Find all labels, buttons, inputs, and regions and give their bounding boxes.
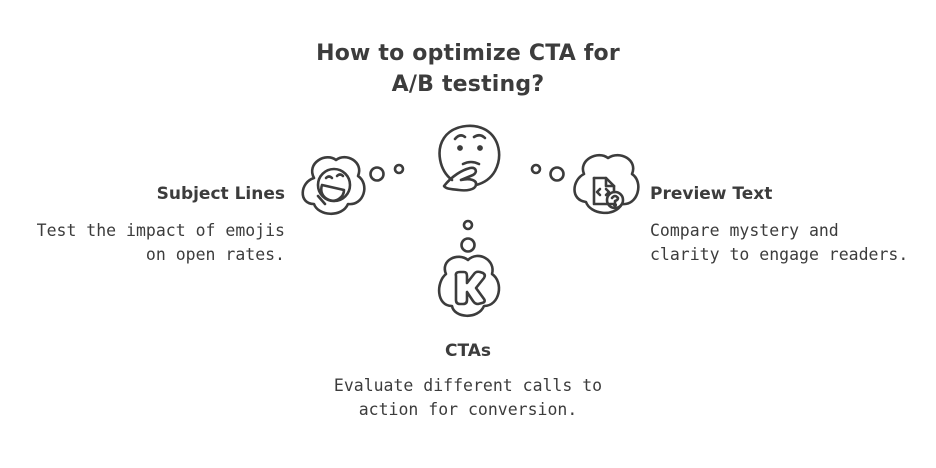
thought-bubble [393, 163, 405, 175]
title-line-2: A/B testing? [391, 72, 545, 97]
title-line-1: How to optimize CTA for [316, 41, 620, 66]
preview-text-heading: Preview Text [650, 184, 773, 204]
preview-text-desc-line-2: clarity to engage readers. [650, 245, 909, 264]
code-file-question-icon [592, 176, 625, 210]
thought-bubble [549, 166, 565, 182]
preview-text-desc-line-1: Compare mystery and [650, 221, 839, 240]
thought-bubble [530, 163, 542, 175]
subject-lines-description: Test the impact of emojis on open rates. [37, 219, 285, 267]
preview-text-description: Compare mystery and clarity to engage re… [650, 219, 908, 267]
ctas-node-icon [437, 254, 501, 318]
letter-k-icon [454, 270, 487, 306]
thinking-face-icon [438, 124, 501, 192]
thought-bubble [369, 166, 385, 182]
ctas-heading: CTAs [444, 341, 492, 361]
diagram-title: How to optimize CTA for A/B testing? [218, 38, 718, 100]
subject-lines-desc-line-2: on open rates. [145, 245, 285, 264]
smiley-emoji-icon [316, 167, 352, 206]
ctas-desc-line-2: action for conversion. [358, 400, 578, 419]
ctas-description: Evaluate different calls to action for c… [318, 374, 618, 422]
ctas-desc-line-1: Evaluate different calls to [333, 376, 603, 395]
preview-text-node-icon [573, 153, 640, 215]
subject-lines-node-icon [301, 155, 366, 216]
subject-lines-heading: Subject Lines [156, 184, 285, 204]
thought-bubble [462, 219, 474, 231]
thought-bubble [460, 237, 476, 253]
subject-lines-desc-line-1: Test the impact of emojis [36, 221, 285, 240]
